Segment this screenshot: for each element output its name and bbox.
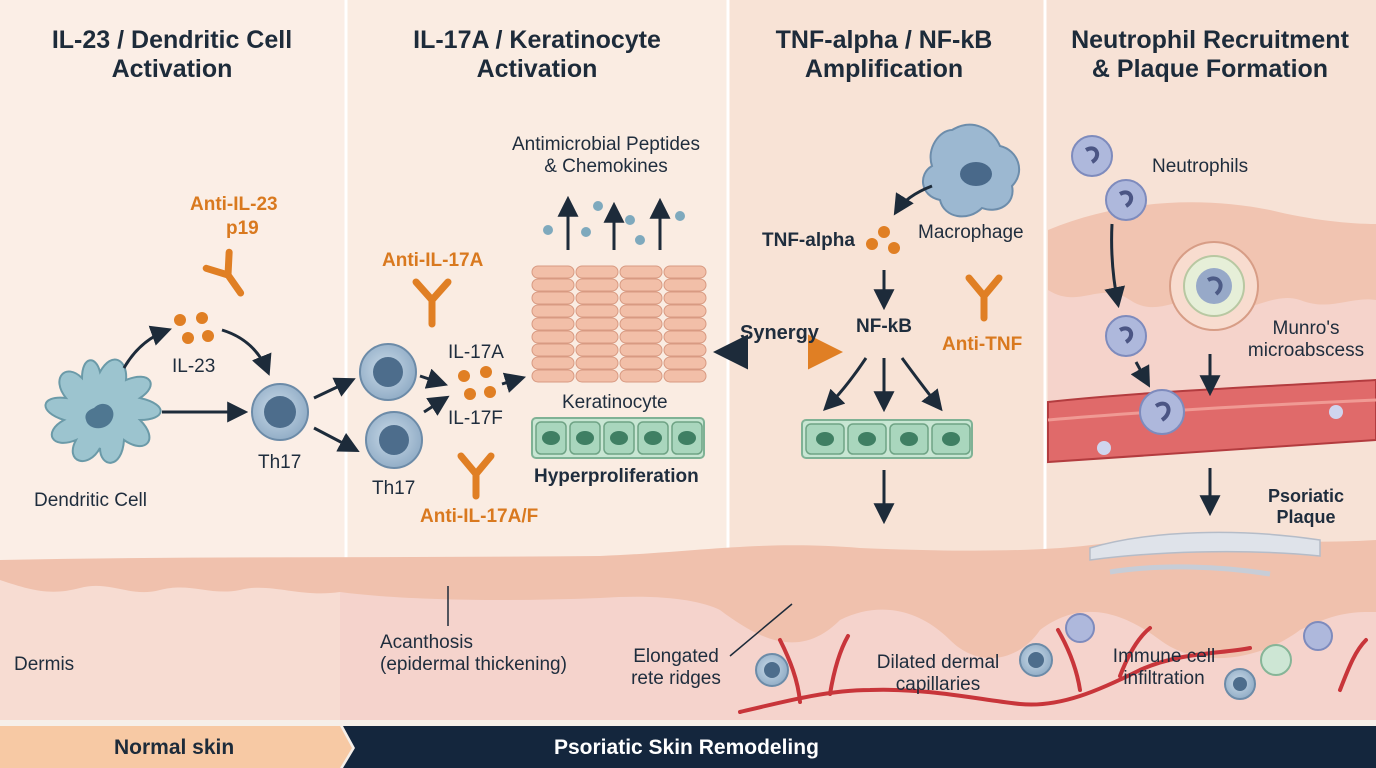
panel4-arrows <box>1104 223 1221 517</box>
keratinocyte-label: Keratinocyte <box>562 392 668 413</box>
panel-3-title-line1: TNF-alpha / NF-kB <box>775 26 993 54</box>
basal-cell-row-2-icon <box>801 419 973 459</box>
antimicrobial-peptides-line2: & Chemokines <box>544 155 668 177</box>
anti-il-23-p19-label: p19 <box>226 218 259 239</box>
rete-ridges-line1: Elongated <box>633 646 719 667</box>
psoriatic-plaque-line1: Psoriatic <box>1267 486 1345 506</box>
rete-ridges-line2: rete ridges <box>631 667 721 689</box>
panel-3-title: TNF-alpha / NF-kB Amplification <box>776 26 993 84</box>
il-23-cytokines-icon <box>174 312 214 344</box>
anti-il-17a-antibody-icon <box>412 278 452 328</box>
immune-infiltration-label: Immune cell infiltration <box>1113 646 1215 690</box>
bottom-banner <box>0 720 1376 768</box>
nf-kb-label: NF-kB <box>856 316 912 337</box>
dilated-capillaries-line2: capillaries <box>895 673 981 695</box>
panel-1-title: IL-23 / Dendritic Cell Activation <box>52 26 292 84</box>
th17-cells-icon <box>359 343 423 469</box>
normal-skin-banner: Normal skin <box>114 736 235 759</box>
neutrophils-label: Neutrophils <box>1152 156 1249 177</box>
dermis-label: Dermis <box>14 654 75 675</box>
anti-tnf-label: Anti-TNF <box>942 334 1023 355</box>
tnf-alpha-cytokines-icon <box>866 226 900 254</box>
th17-input-arrows <box>313 368 527 452</box>
th17-cell-icon <box>251 383 309 441</box>
dendritic-cell-icon <box>44 358 162 464</box>
panel-4-title-line2: & Plaque Formation <box>1091 54 1329 83</box>
dilated-capillaries-label: Dilated dermal capillaries <box>877 652 1000 696</box>
panel-2-title-line1: IL-17A / Keratinocyte <box>413 26 661 54</box>
acanthosis-line2: (epidermal thickening) <box>380 653 567 675</box>
anti-il-17af-antibody-icon <box>457 452 495 500</box>
panel-3-title-line2: Amplification <box>804 54 964 83</box>
panel1-arrows <box>122 325 272 423</box>
immune-cells-icon <box>755 613 1333 700</box>
psoriatic-plaque-line2: Plaque <box>1276 506 1336 527</box>
th17-label-panel1: Th17 <box>258 452 302 473</box>
anti-tnf-antibody-icon <box>965 274 1003 322</box>
dermal-capillaries-icon <box>738 626 1368 714</box>
munro-microabscess-icon <box>1169 241 1259 331</box>
hyperproliferation-label: Hyperproliferation <box>534 466 699 487</box>
anti-il-23-antibody-icon <box>202 248 245 297</box>
rete-ridges-label: Elongated rete ridges <box>631 646 721 690</box>
skin-cross-section-icon <box>0 531 1376 720</box>
il-17f-label: IL-17F <box>448 408 503 429</box>
keratinocyte-stack-icon <box>531 265 707 383</box>
anti-il-17a-label: Anti-IL-17A <box>382 250 484 271</box>
panel-2-title: IL-17A / Keratinocyte Activation <box>413 26 661 84</box>
macrophage-label: Macrophage <box>918 222 1024 243</box>
antimicrobial-peptide-icon <box>543 195 685 250</box>
acanthosis-line1: Acanthosis <box>380 632 473 653</box>
panel-2-title-line2: Activation <box>476 54 598 83</box>
anti-il-23-label: Anti-IL-23 <box>190 194 278 215</box>
neutrophils-icon <box>1071 135 1343 455</box>
panel-4-title: Neutrophil Recruitment & Plaque Formatio… <box>1071 26 1349 84</box>
basal-cell-row-icon <box>531 417 705 459</box>
dendritic-cell-label: Dendritic Cell <box>34 490 147 511</box>
immune-infiltration-line2: infiltration <box>1123 667 1205 689</box>
dilated-capillaries-line1: Dilated dermal <box>876 652 1000 673</box>
tnf-alpha-label: TNF-alpha <box>762 230 855 251</box>
immune-infiltration-line1: Immune cell <box>1112 646 1216 667</box>
munro-label-line2: microabscess <box>1247 339 1365 361</box>
il-17-cytokines-icon <box>458 366 496 400</box>
psoriatic-remodeling-banner: Psoriatic Skin Remodeling <box>554 736 819 759</box>
il-23-label: IL-23 <box>172 356 216 377</box>
th17-label-panel2: Th17 <box>372 478 416 499</box>
panel3-arrows <box>823 184 943 525</box>
anti-il-17af-label: Anti-IL-17A/F <box>420 506 539 527</box>
panel-1-title-line2: Activation <box>111 54 233 83</box>
synergy-label: Synergy <box>740 322 819 344</box>
antimicrobial-peptides-label: Antimicrobial Peptides & Chemokines <box>512 134 700 178</box>
psoriatic-plaque-label: Psoriatic Plaque <box>1268 486 1344 527</box>
munro-microabscess-label: Munro's microabscess <box>1248 318 1364 362</box>
munro-label-line1: Munro's <box>1272 318 1340 339</box>
panel-1-title-line1: IL-23 / Dendritic Cell <box>51 26 293 54</box>
il-17a-label: IL-17A <box>448 342 504 363</box>
panel-4-title-line1: Neutrophil Recruitment <box>1071 26 1349 54</box>
antimicrobial-peptides-line1: Antimicrobial Peptides <box>512 134 700 155</box>
acanthosis-label: Acanthosis (epidermal thickening) <box>380 632 567 676</box>
macrophage-icon <box>922 123 1021 218</box>
